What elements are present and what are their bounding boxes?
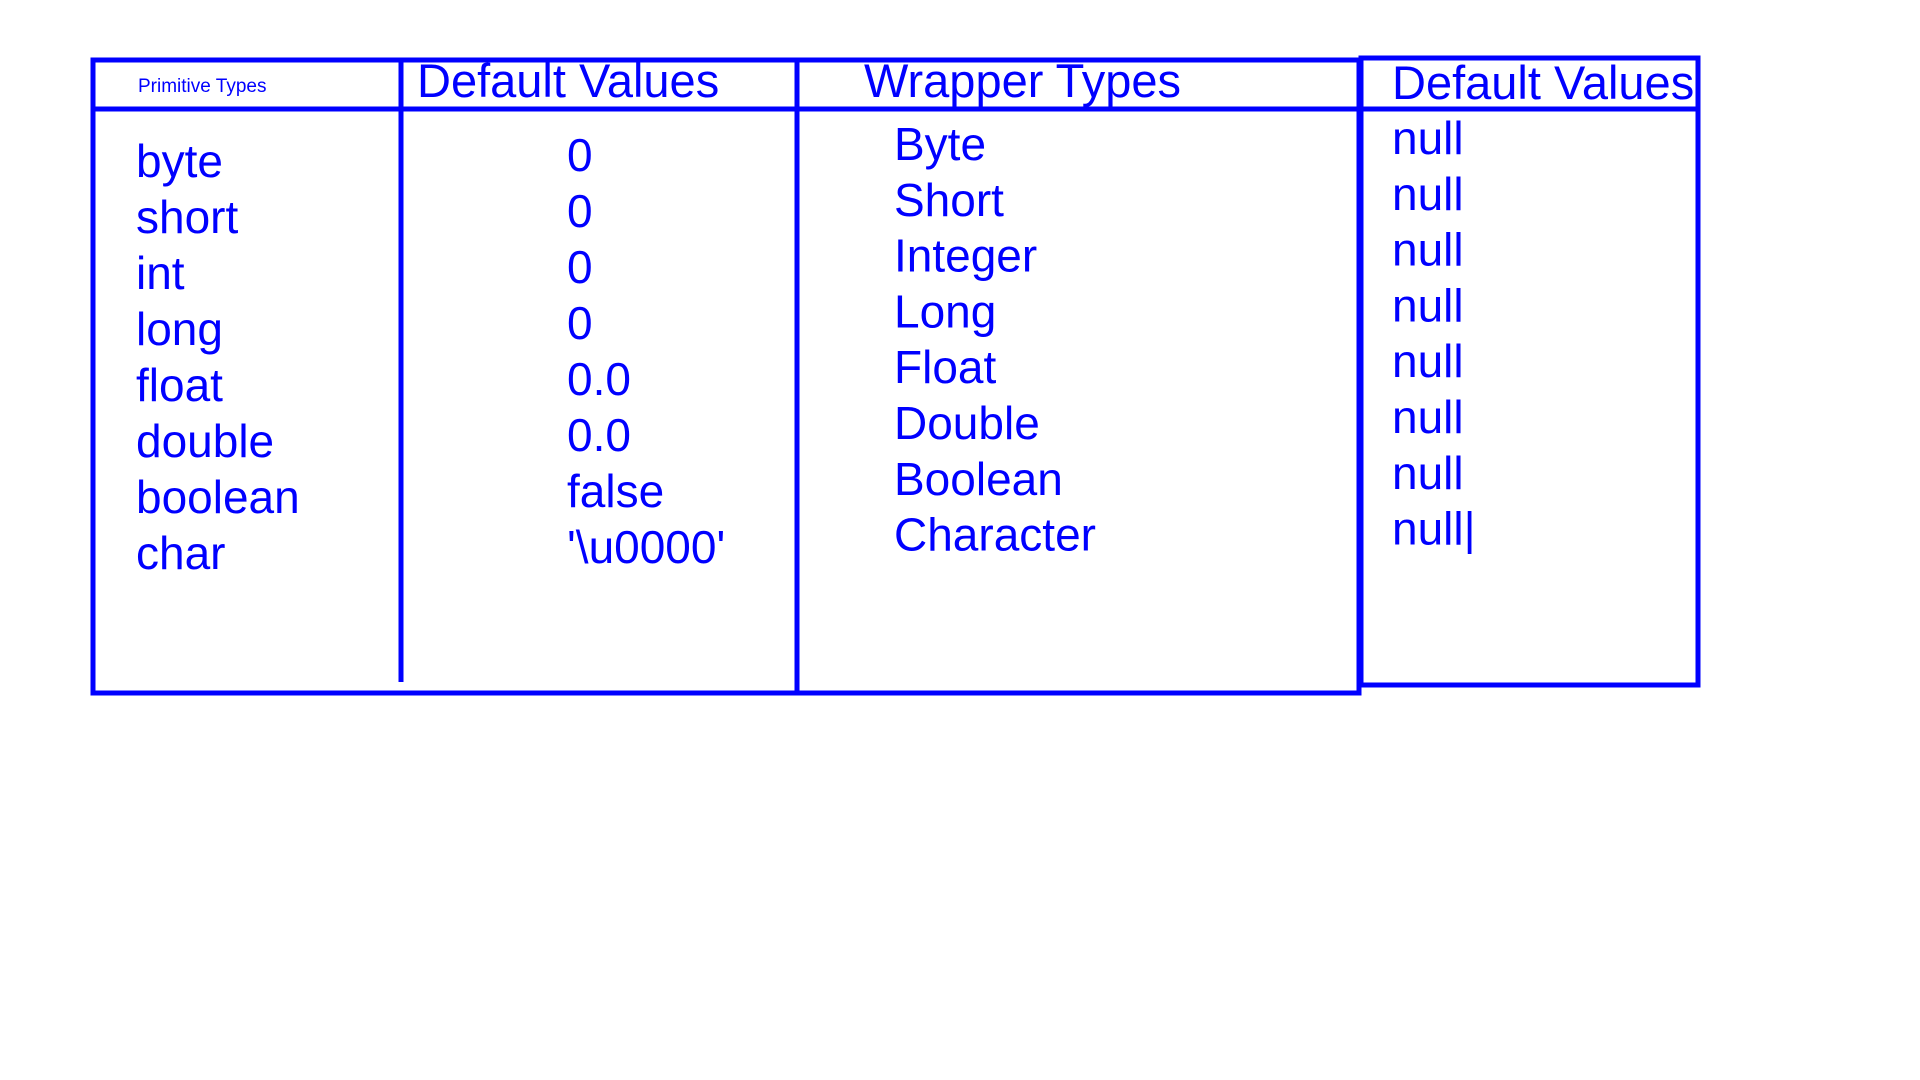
table-frame [90, 55, 1701, 696]
primitive-default-cell: 0 [567, 129, 593, 181]
primitive-type-cell: float [136, 359, 223, 411]
wrapper-type-cell: Double [894, 397, 1040, 449]
primitive-type-cell: short [136, 191, 238, 243]
primitive-type-cell: boolean [136, 471, 300, 523]
column-wrapper-types: ByteShortIntegerLongFloatDoubleBooleanCh… [894, 118, 1096, 561]
wrapper-default-cell: null [1392, 168, 1464, 220]
primitive-default-cell: 0 [567, 297, 593, 349]
wrapper-type-cell: Long [894, 285, 996, 337]
primitive-default-cell: 0 [567, 185, 593, 237]
wrapper-default-cell: null| [1392, 503, 1476, 555]
primitive-default-cell: false [567, 465, 664, 517]
primitive-type-cell: char [136, 527, 225, 579]
primitive-type-cell: int [136, 247, 185, 299]
wrapper-default-cell: null [1392, 335, 1464, 387]
wrapper-defaults-box [1358, 55, 1701, 688]
header-primitive-defaults: Default Values [417, 54, 719, 107]
wrapper-type-cell: Boolean [894, 453, 1063, 505]
header-wrapper-types: Wrapper Types [864, 54, 1181, 107]
wrapper-type-cell: Byte [894, 118, 986, 170]
primitive-type-cell: byte [136, 135, 223, 187]
table-headers: Primitive Types Default Values Wrapper T… [138, 54, 1694, 109]
primitive-default-cell: 0.0 [567, 353, 631, 405]
wrapper-default-cell: null [1392, 279, 1464, 331]
header-wrapper-defaults: Default Values [1392, 56, 1694, 109]
primitive-default-cell: 0 [567, 241, 593, 293]
wrapper-type-cell: Short [894, 174, 1004, 226]
primitive-default-cell: 0.0 [567, 409, 631, 461]
primitive-default-cell: '\u0000' [567, 521, 725, 573]
wrapper-default-cell: null [1392, 391, 1464, 443]
wrapper-type-cell: Integer [894, 230, 1037, 282]
main-table-border [90, 57, 1362, 696]
primitive-type-cell: long [136, 303, 223, 355]
wrapper-type-cell: Float [894, 341, 996, 393]
wrapper-default-cell: null [1392, 224, 1464, 276]
primitive-type-cell: double [136, 415, 274, 467]
wrapper-default-cell: null [1392, 447, 1464, 499]
wrapper-type-cell: Character [894, 509, 1096, 561]
header-primitive-types: Primitive Types [138, 76, 266, 97]
wrapper-default-cell: null [1392, 112, 1464, 164]
